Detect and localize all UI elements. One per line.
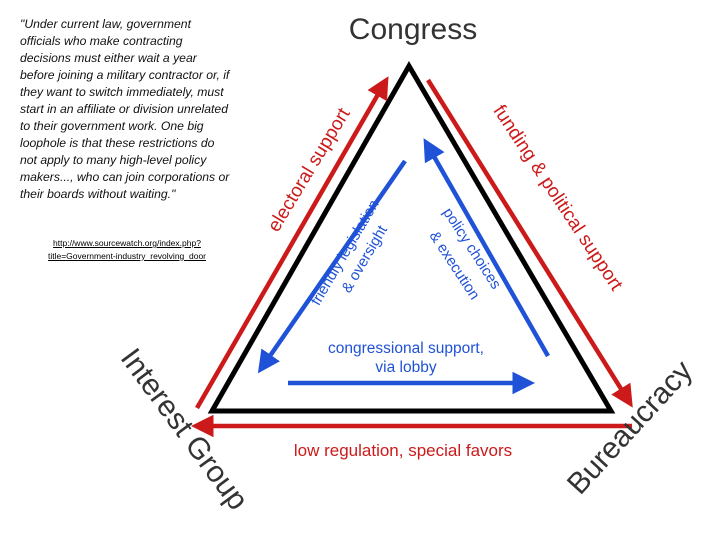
electoral-support-arrow — [195, 76, 389, 410]
funding-political-support-text: funding & political support — [489, 101, 627, 295]
low-regulation-label: low regulation, special favors — [294, 441, 512, 460]
interest-group-label: Interest Group — [114, 342, 255, 516]
policy-choices-arrow — [423, 138, 550, 358]
funding-political-support-arrow — [426, 78, 633, 408]
friendly-legislation-arrow — [257, 159, 407, 374]
congressional-support-label: congressional support, — [328, 340, 484, 357]
quote-text: "Under current law, government officials… — [20, 17, 230, 201]
funding-political-support-label: funding & political support — [489, 101, 627, 295]
via-lobby-label: via lobby — [375, 359, 436, 376]
congress-label: Congress — [349, 13, 477, 46]
triangle-outline — [207, 61, 616, 414]
interest-group-text: Interest Group — [114, 342, 255, 516]
source-link[interactable]: http://www.sourcewatch.org/index.php?tit… — [47, 238, 207, 261]
